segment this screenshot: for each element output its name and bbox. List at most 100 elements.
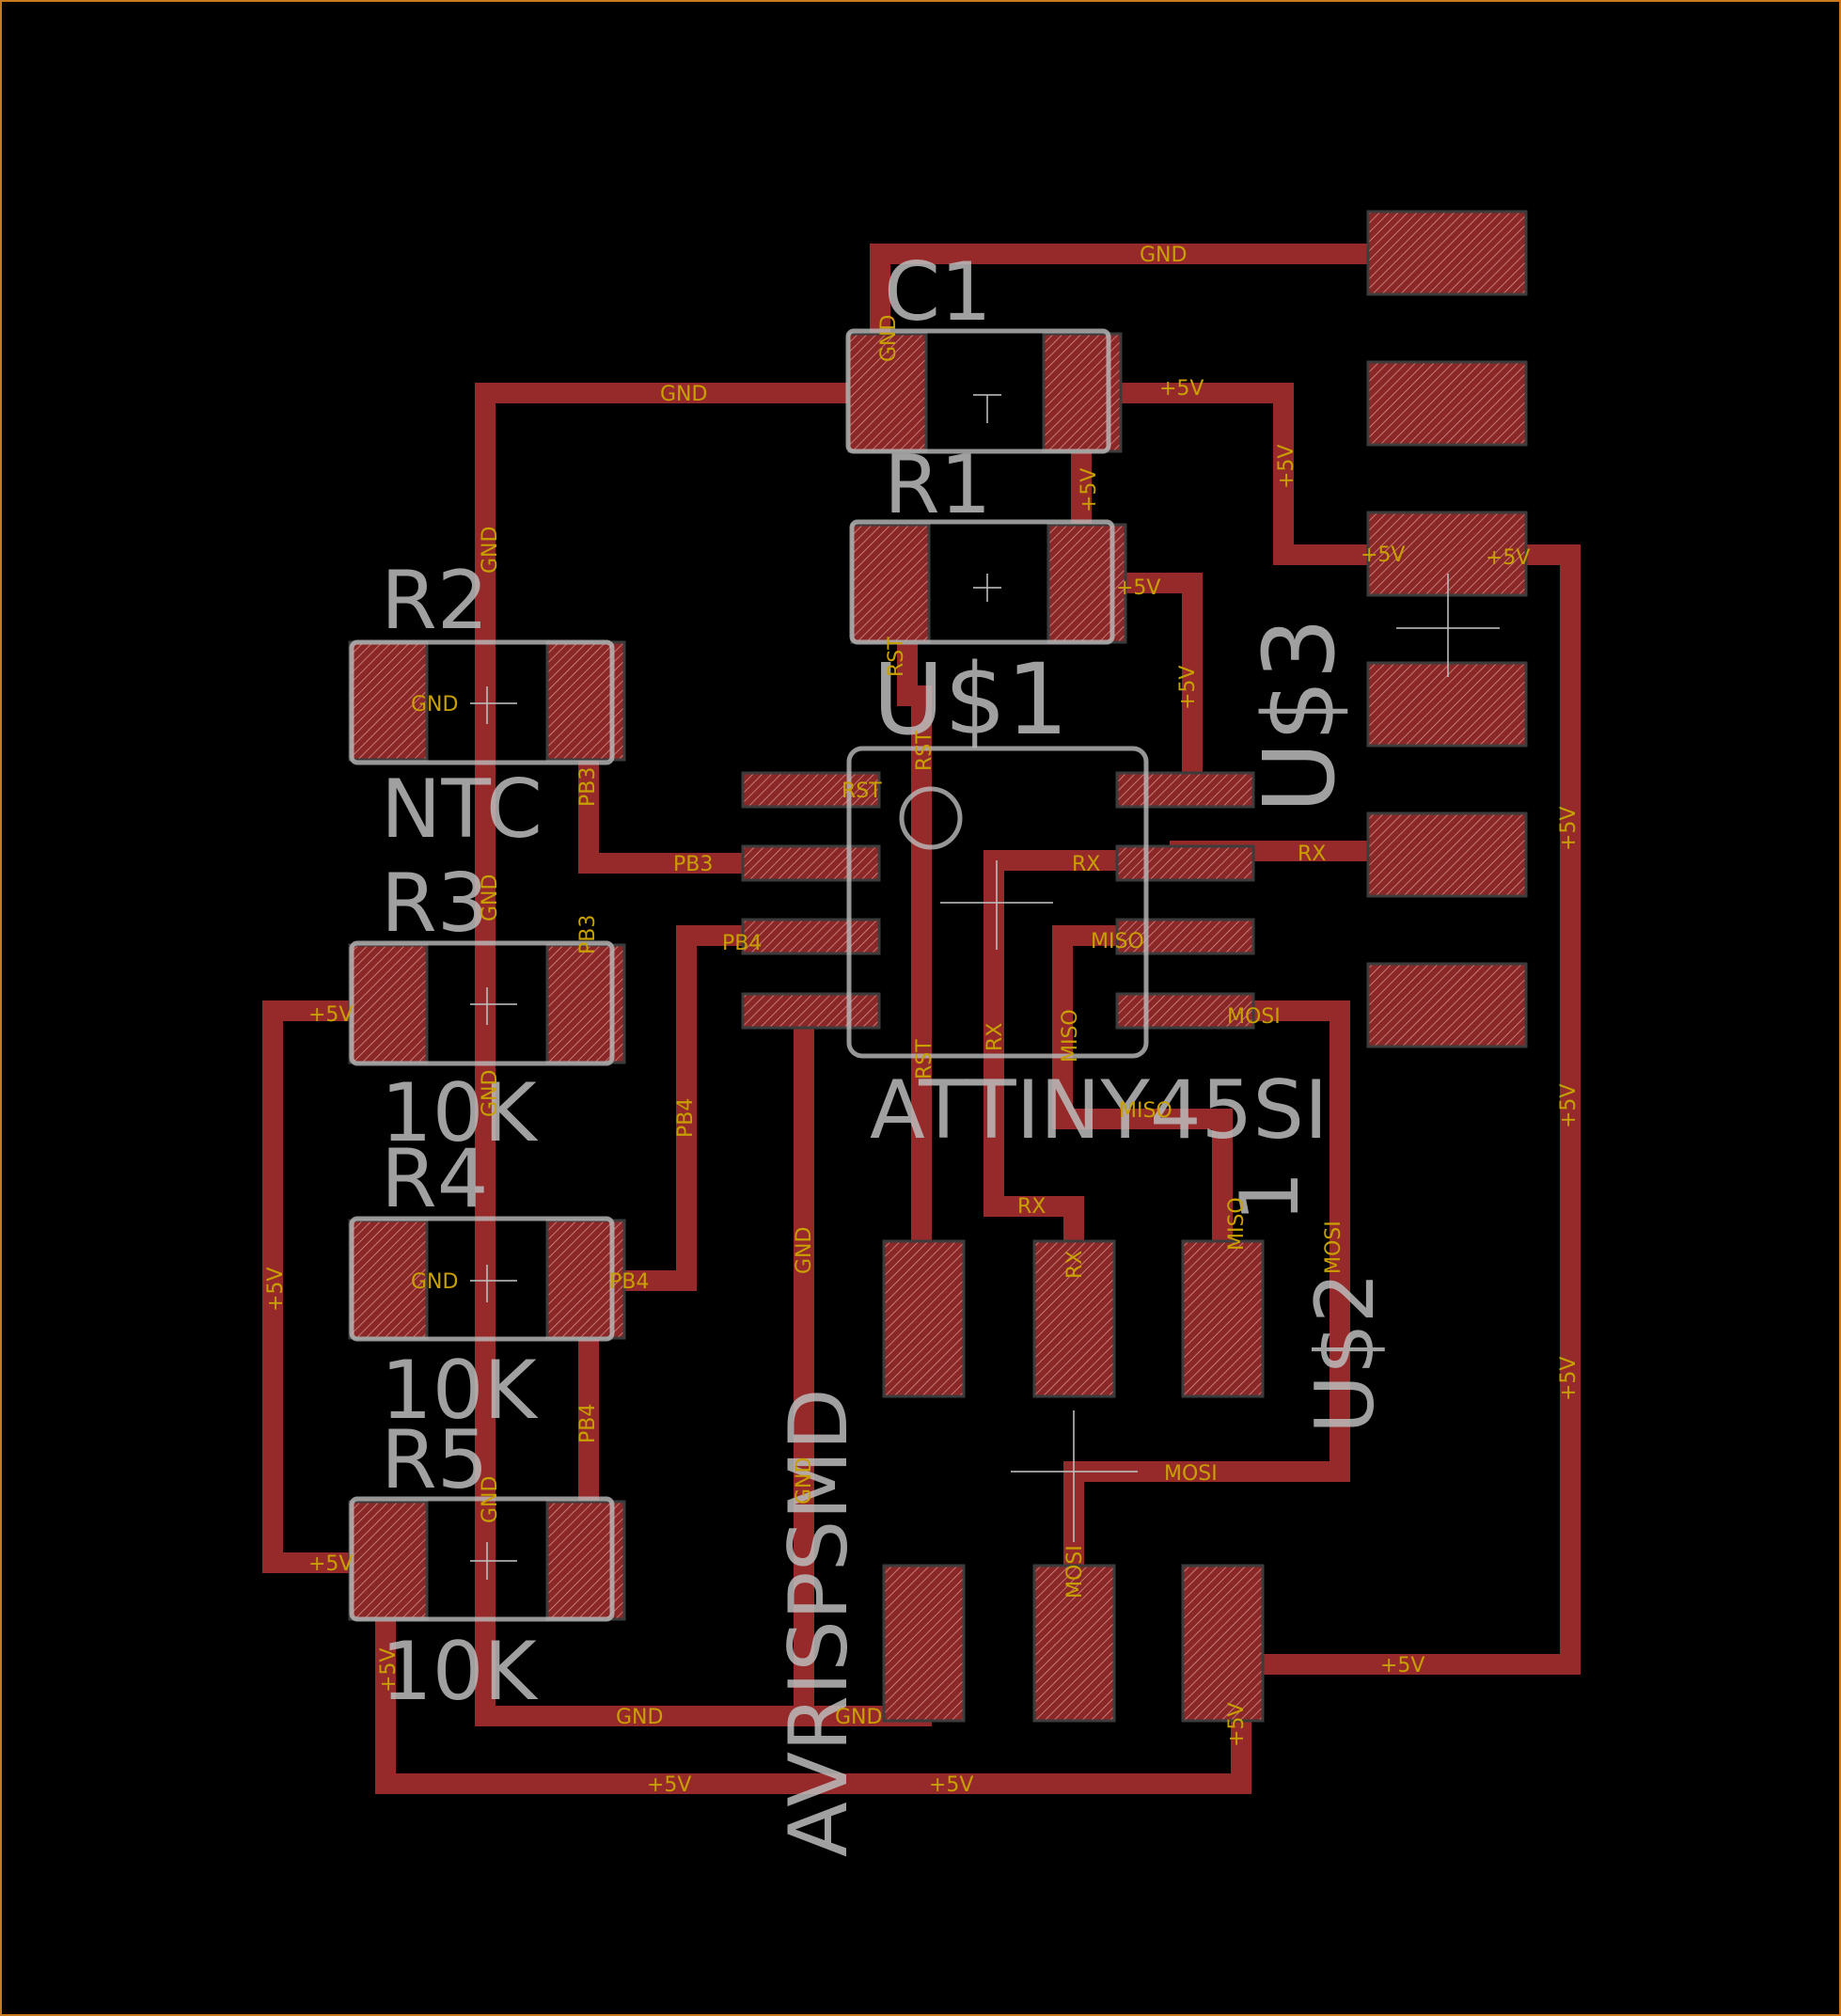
r1-outline (849, 519, 1115, 645)
c1-outline (845, 328, 1111, 454)
u2-pin-3 (1181, 1239, 1265, 1398)
net-label: +5V (1176, 666, 1200, 710)
net-label: RST (885, 637, 908, 677)
label-r5: R5 (381, 1413, 488, 1507)
u1-pin-4 (741, 992, 881, 1030)
trace-rx (983, 841, 1393, 1261)
net-label: PB4 (722, 932, 762, 955)
net-label: MOSI (1164, 1462, 1218, 1486)
label-r3-value: 10K (381, 1066, 539, 1160)
label-u1: U$1 (873, 642, 1068, 757)
net-labels: GND GND GND +5V +5V +5V GND +5V +5V +5V … (264, 244, 1581, 1797)
net-label: PB4 (674, 1098, 698, 1138)
net-label: GND (411, 693, 458, 717)
net-label: +5V (1159, 377, 1204, 401)
net-label: PB3 (673, 853, 713, 876)
net-label: +5V (1557, 807, 1581, 851)
pads (348, 210, 1528, 1723)
u1-pin1-marker (899, 786, 963, 850)
net-label: MISO (1091, 930, 1144, 953)
silkscreen (349, 328, 1500, 1622)
trace-gnd-left (475, 383, 932, 1726)
net-label: +5V (1380, 1654, 1424, 1677)
u2-pin-1 (882, 1239, 966, 1398)
net-label: +5V (929, 1773, 973, 1797)
net-label: GND (479, 874, 502, 921)
net-label: GND (479, 527, 502, 574)
label-r1: R1 (884, 438, 991, 532)
net-label: GND (793, 1457, 816, 1504)
net-label: +5V (1078, 468, 1101, 512)
net-label: MISO (1119, 1099, 1172, 1123)
r3-outline (349, 940, 615, 1066)
label-u1-value: ATTINY45SI (870, 1063, 1328, 1158)
label-u2-value: AVRISPSMD (772, 1388, 866, 1857)
net-label: +5V (1486, 546, 1530, 570)
r5-pad-1 (348, 1500, 429, 1621)
r1-pad-1 (850, 523, 931, 644)
u3-pin-2 (1366, 360, 1528, 447)
part-labels: C1 R1 R2 NTC R3 10K R4 10K R5 10K U$1 AT… (381, 245, 1393, 1857)
net-label: +5V (1225, 1703, 1249, 1747)
net-label: +5V (1557, 1357, 1581, 1401)
u1-outline (846, 746, 1149, 1059)
net-label: GND (835, 1706, 882, 1729)
r4-outline (349, 1216, 615, 1342)
trace-rst (897, 629, 932, 1261)
net-label: +5V (1361, 543, 1405, 567)
net-label: +5V (264, 1268, 288, 1312)
net-label: GND (616, 1706, 663, 1729)
trace-5v-bottom (375, 1607, 1251, 1794)
net-label: MOSI (1322, 1221, 1345, 1274)
u1-pin-1 (741, 771, 881, 809)
net-label: GND (479, 1070, 502, 1117)
net-label: PB3 (576, 767, 600, 807)
net-label: +5V (647, 1773, 691, 1797)
net-label: RST (913, 1039, 936, 1079)
trace-5v-left (262, 1000, 356, 1573)
net-label: +5V (377, 1648, 401, 1693)
label-c1: C1 (884, 245, 992, 339)
r2-outline (349, 639, 615, 765)
net-label: +5V (1557, 1084, 1581, 1128)
u1-pin-7 (1115, 844, 1255, 882)
net-label: RST (913, 731, 936, 771)
net-label: RX (1298, 843, 1326, 866)
net-label: MOSI (1063, 1545, 1087, 1599)
net-label: GND (1140, 244, 1187, 267)
label-r5-value: 10K (381, 1625, 539, 1719)
label-r4: R4 (381, 1132, 488, 1226)
net-label: PB3 (576, 915, 600, 954)
trace-5v-r1-u1 (1099, 573, 1203, 798)
u2-pin-4 (882, 1564, 966, 1723)
u1-pin-8 (1115, 771, 1255, 809)
trace-miso (1052, 925, 1233, 1261)
net-label: +5V (308, 1003, 353, 1027)
net-label: RX (1063, 1251, 1087, 1279)
net-label: +5V (1275, 445, 1298, 489)
label-r4-value: 10K (381, 1344, 539, 1438)
net-label: PB4 (609, 1270, 649, 1294)
u3-pin-5 (1366, 811, 1528, 898)
r3-pad-1 (348, 943, 429, 1064)
r5-outline (349, 1496, 615, 1622)
label-u2: U$2 (1298, 1272, 1393, 1434)
net-label: RX (1072, 853, 1100, 876)
net-label: +5V (308, 1552, 353, 1576)
net-label: RST (842, 780, 882, 803)
label-r3: R3 (381, 857, 488, 951)
net-label: GND (877, 315, 901, 362)
net-label: GND (479, 1476, 502, 1523)
label-u3-value: 1 (1223, 1171, 1317, 1222)
label-ntc: NTC (381, 763, 543, 857)
u2-pin-6 (1181, 1564, 1265, 1723)
net-label: MOSI (1227, 1005, 1281, 1029)
net-label: RX (1017, 1195, 1046, 1219)
u2-pin-2 (1032, 1239, 1116, 1398)
u1-pin-3 (741, 918, 881, 955)
u3-pin-1 (1366, 210, 1528, 296)
net-label: GND (660, 383, 707, 406)
u1-pin-2 (741, 844, 881, 882)
